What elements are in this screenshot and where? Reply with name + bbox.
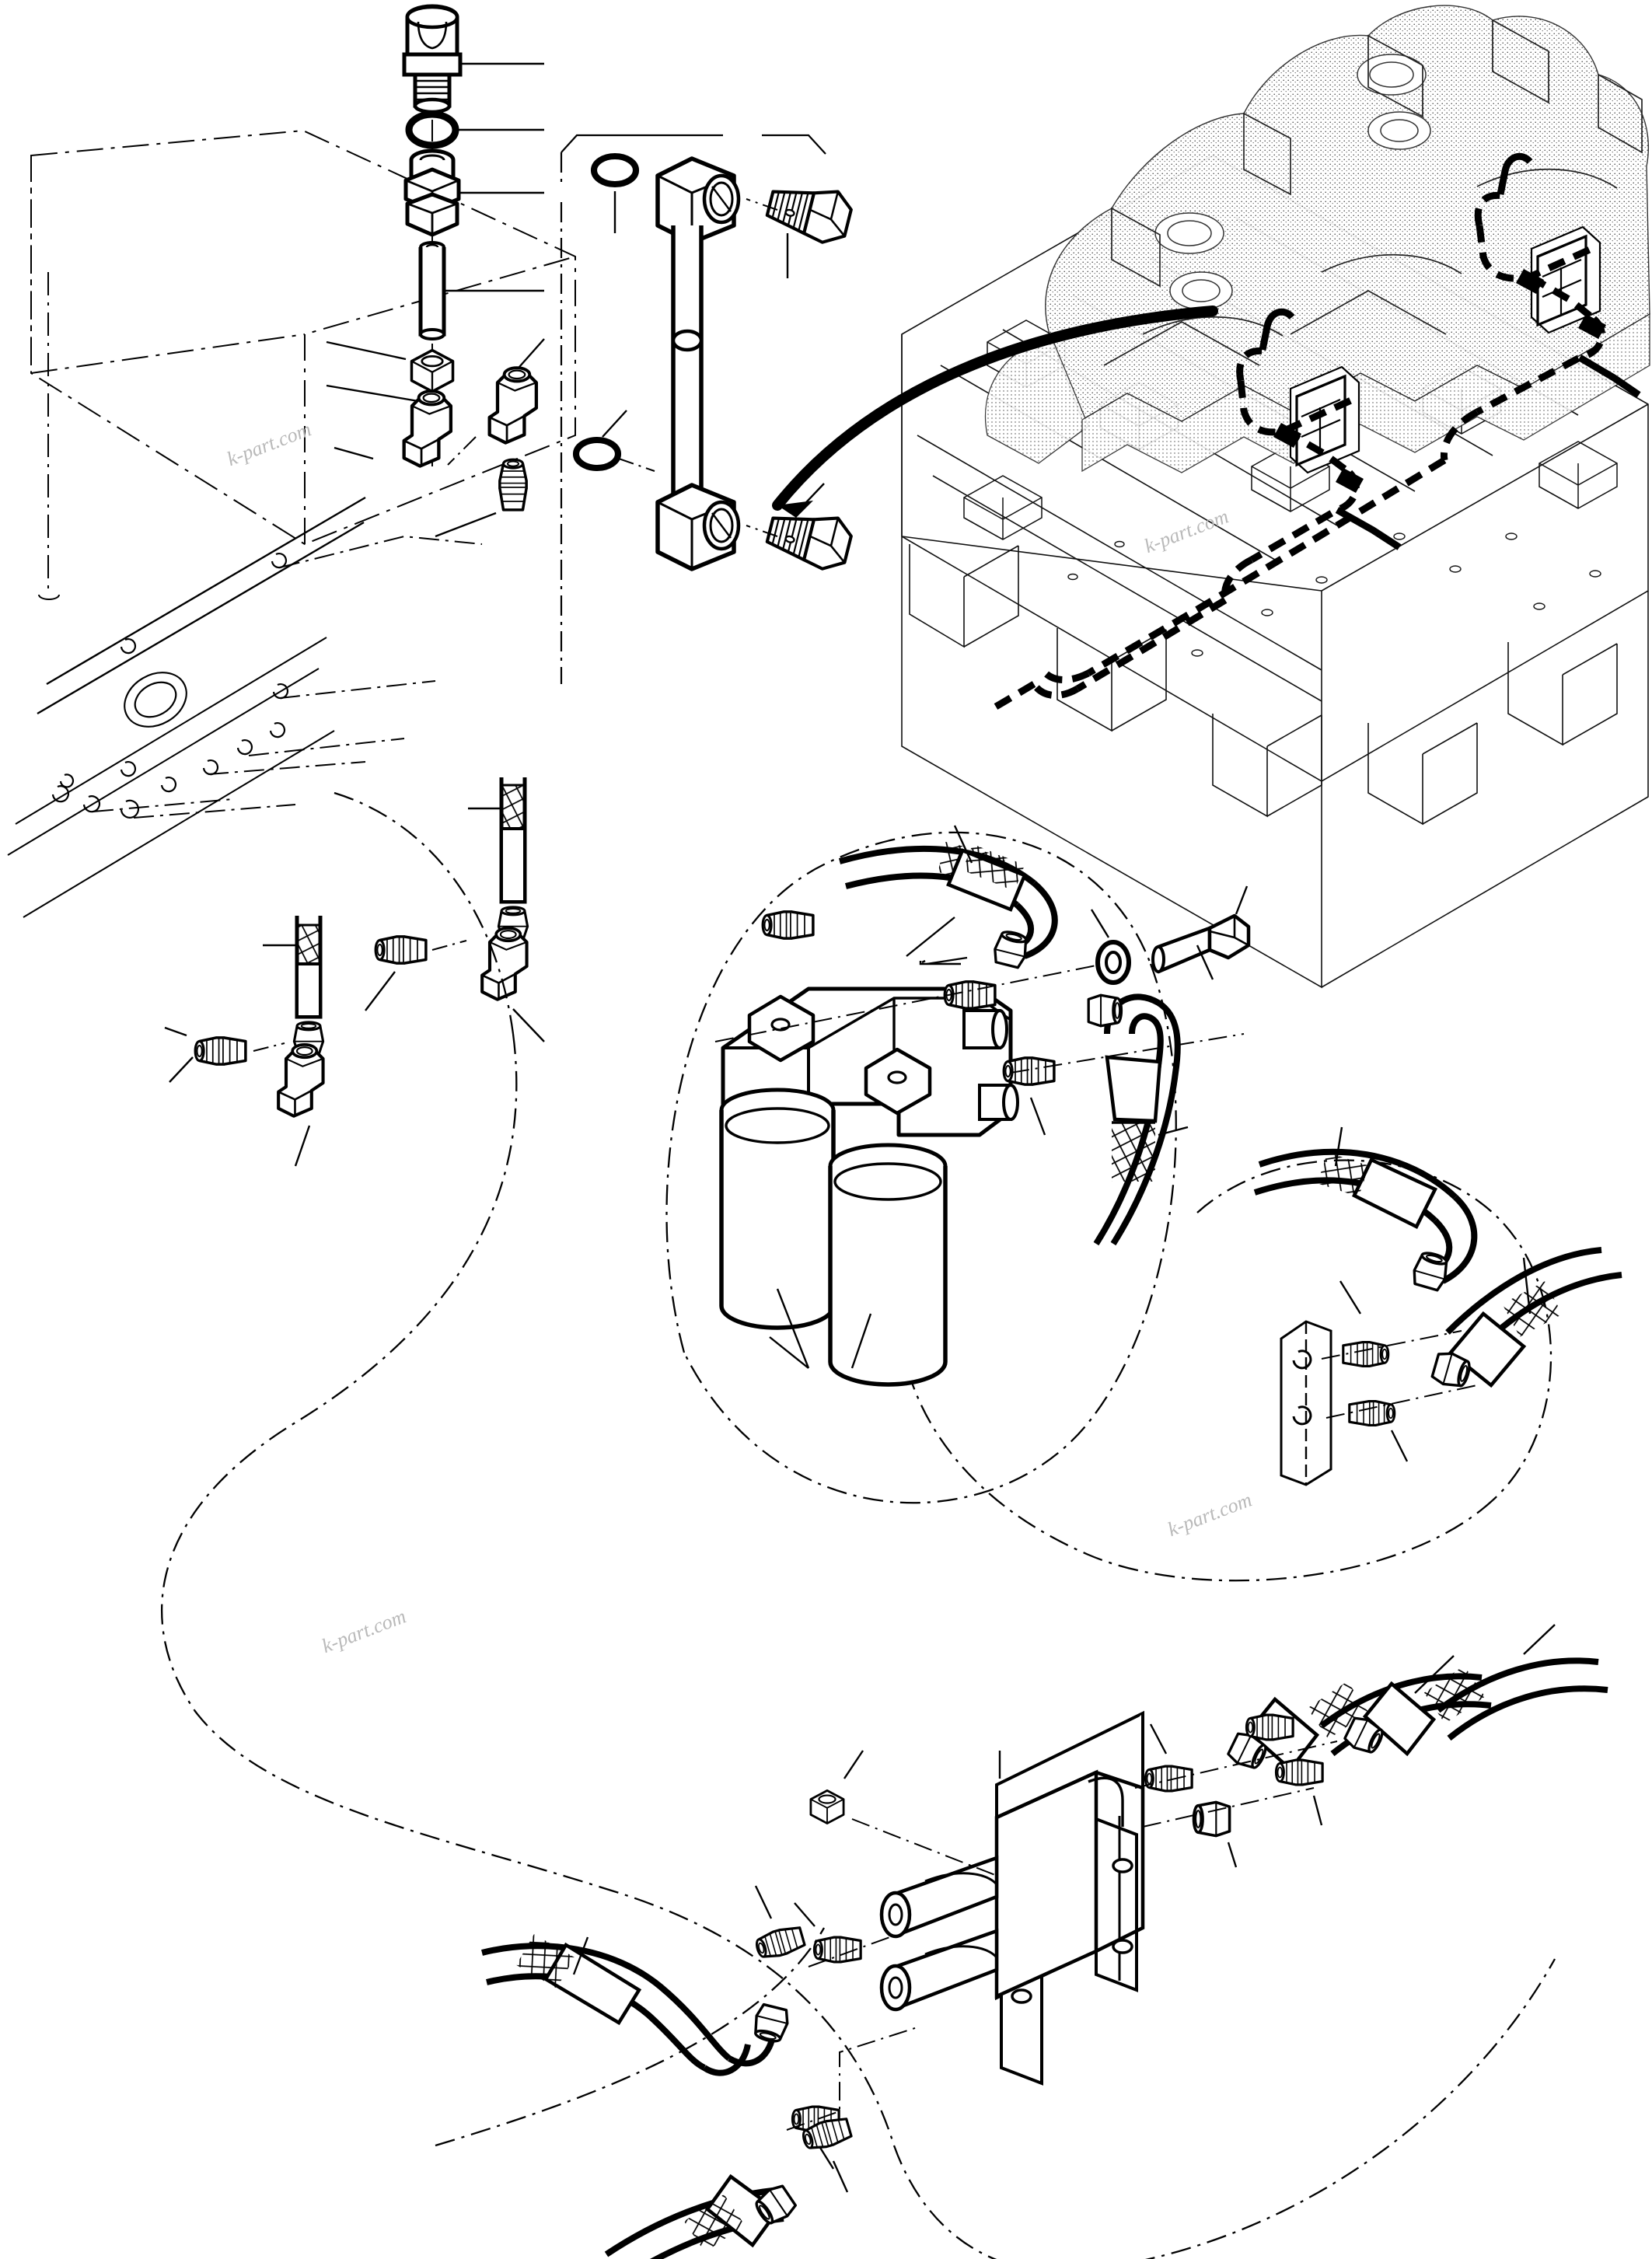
elbow-cluster-upper: [334, 338, 545, 538]
part-port-connector-low: [1002, 1056, 1056, 1086]
part-port-fitting-4: [1274, 1758, 1324, 1786]
part-cap-fitting: [402, 4, 463, 114]
part-connector-d: [1348, 1400, 1396, 1426]
part-washer: [1095, 940, 1131, 985]
hose-bottom-right: [1224, 1624, 1608, 1774]
hose-fittings-left: [164, 777, 545, 1167]
part-straight-connector: [498, 458, 528, 512]
part-cap-nut: [809, 1789, 845, 1824]
part-connector-b: [374, 935, 428, 965]
hose-right-elbow: [1087, 993, 1189, 1246]
part-tube: [418, 241, 446, 340]
part-connector-a: [194, 1036, 247, 1066]
part-banjo-block-lower: [655, 483, 741, 571]
part-connector-c: [1342, 1341, 1390, 1367]
part-banjo-block-upper: [655, 156, 741, 245]
part-port-fitting-1: [1144, 1765, 1193, 1793]
part-union-nut: [403, 148, 461, 237]
manifold-block: [786, 1710, 1338, 2170]
frame-panel: [7, 129, 576, 918]
hose-bottom-left: [481, 1885, 854, 2259]
part-port-fitting-2: [1192, 1800, 1231, 1838]
part-filter-canister-right: [828, 1143, 948, 1387]
part-port-fitting-3: [1245, 1713, 1294, 1741]
part-hex-nut: [410, 348, 455, 393]
part-manifold-body: [879, 1769, 1145, 2012]
filter-assembly: [714, 885, 1251, 1387]
part-bracket-plate: [1280, 1320, 1332, 1486]
part-hose-end-f: [604, 2173, 800, 2259]
part-port-connector-top: [761, 910, 815, 940]
hose-bracket-right: [1253, 1126, 1622, 1486]
routing-phantom-outlines: [160, 791, 1556, 2259]
hose-right-upper: [838, 825, 1058, 970]
part-hose-end-e: [481, 1933, 792, 2076]
part-filter-canister-left: [719, 1088, 836, 1330]
banjo-tube: [560, 134, 854, 684]
part-hose-end-a: [295, 916, 323, 1019]
part-hose-end-d: [1430, 1247, 1622, 1391]
part-hose-end-b: [499, 777, 527, 904]
part-hose-end-c: [1253, 1148, 1478, 1293]
part-bolt: [1151, 913, 1251, 974]
